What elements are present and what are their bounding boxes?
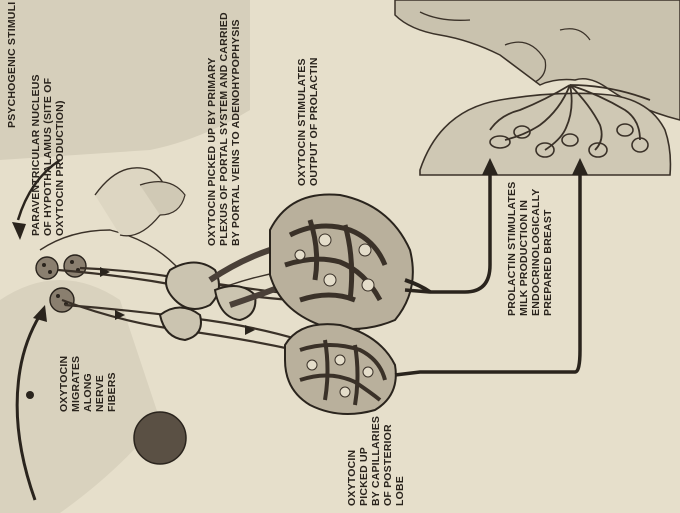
label-portal-system: OXYTOCIN PICKED UP BY PRIMARY PLEXUS OF …: [206, 12, 242, 246]
mammillary-body: [134, 412, 186, 464]
label-psychogenic-stimuli: PSYCHOGENIC STIMULI: [6, 2, 18, 128]
label-milk-production: PROLACTIN STIMULATES MILK PRODUCTION IN …: [506, 182, 554, 316]
label-nerve-fibers: OXYTOCIN MIGRATES ALONG NERVE FIBERS: [58, 356, 118, 412]
label-paraventricular-nucleus: PARAVENTRICULAR NUCLEUS OF HYPOTHALAMUS …: [30, 74, 66, 236]
label-posterior-lobe: OXYTOCIN PICKED UP BY CAPILLARIES OF POS…: [346, 416, 406, 506]
label-prolactin-output: OXYTOCIN STIMULATES OUTPUT OF PROLACTIN: [296, 57, 320, 186]
